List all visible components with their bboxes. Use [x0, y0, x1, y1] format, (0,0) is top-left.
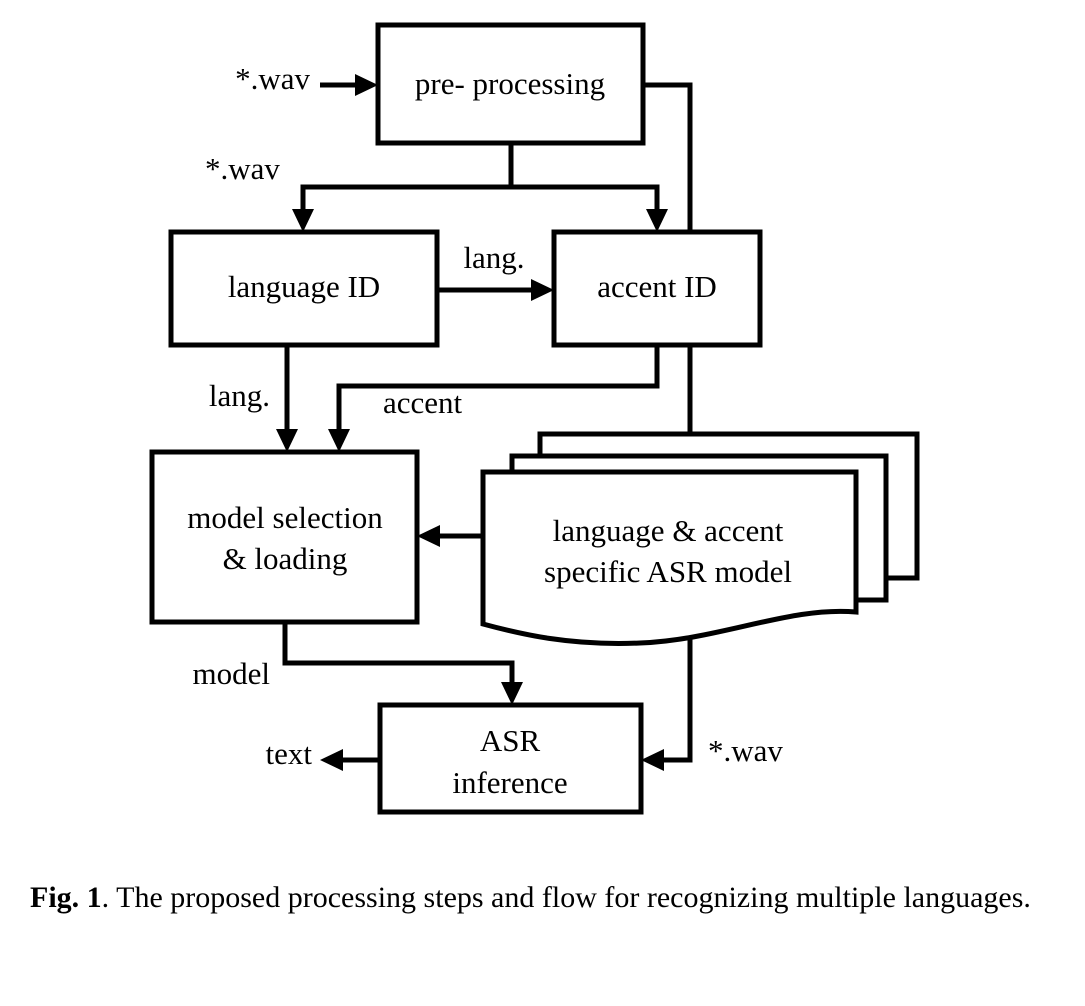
language-id-box	[168, 229, 440, 348]
pre-processing-box	[375, 22, 646, 146]
edge-label-wav-to-asr: *.wav	[708, 733, 783, 768]
asr-inference-box	[377, 702, 644, 815]
edge-label-text-out: text	[266, 736, 313, 771]
edge-accent-to-model-arrowhead	[328, 429, 350, 452]
edge-text-out-arrowhead	[320, 749, 343, 771]
accent-id-box	[551, 229, 763, 348]
edge-wav-split-right-line	[511, 184, 660, 222]
edge-wav-split-right-arrowhead	[646, 209, 668, 232]
edge-wav-split-left-line	[300, 143, 514, 222]
asr-models-label-line2: specific ASR model	[544, 554, 792, 589]
node-asr-models[interactable]: language & accent specific ASR model	[480, 431, 920, 646]
edge-label-accent-to-model: accent	[383, 385, 463, 420]
edge-lang-to-accent-arrowhead	[531, 279, 554, 301]
edge-label-lang-to-accent: lang.	[463, 240, 524, 275]
edge-label-model-out: model	[193, 656, 271, 691]
edge-wav-to-asr-line	[643, 82, 693, 763]
node-asr-inference[interactable]: ASR inference	[377, 702, 644, 815]
edge-model-out-arrowhead	[501, 682, 523, 705]
edge-input-wav-arrowhead	[355, 74, 378, 96]
caption-text: . The proposed processing steps and flow…	[101, 881, 1031, 914]
node-pre-processing[interactable]: pre- processing	[375, 22, 646, 146]
edge-label-lang-to-model: lang.	[209, 378, 270, 413]
edge-label-input-wav: *.wav	[235, 61, 310, 96]
edge-accent-to-model-line	[336, 345, 660, 442]
asr-inference-label-line1: ASR	[480, 723, 541, 758]
edge-model-out-line	[282, 622, 515, 695]
node-language-id[interactable]: language ID	[168, 229, 440, 348]
caption-prefix: Fig. 1	[30, 881, 102, 914]
language-id-label: language ID	[228, 269, 380, 304]
edge-label-wav-split: *.wav	[205, 151, 280, 186]
model-selection-box	[149, 449, 420, 625]
flowchart-diagram: language & accent specific ASR model pre…	[149, 22, 920, 815]
accent-id-label: accent ID	[597, 269, 717, 304]
model-selection-label-line1: model selection	[187, 500, 383, 535]
asr-inference-label-line2: inference	[452, 765, 567, 800]
pre-processing-label: pre- processing	[415, 66, 605, 101]
node-accent-id[interactable]: accent ID	[551, 229, 763, 348]
node-model-selection[interactable]: model selection & loading	[149, 449, 420, 625]
model-selection-label-line2: & loading	[223, 541, 348, 576]
asr-models-label-line1: language & accent	[553, 513, 784, 548]
edge-wav-split-left-arrowhead	[292, 209, 314, 232]
figure-caption: Fig. 1. The proposed processing steps an…	[30, 878, 1060, 918]
edge-lang-to-model-arrowhead	[276, 429, 298, 452]
edge-wav-to-asr-arrowhead	[641, 749, 664, 771]
asr-models-sheet-front	[480, 469, 859, 646]
edge-models-to-selection-arrowhead	[417, 525, 440, 547]
